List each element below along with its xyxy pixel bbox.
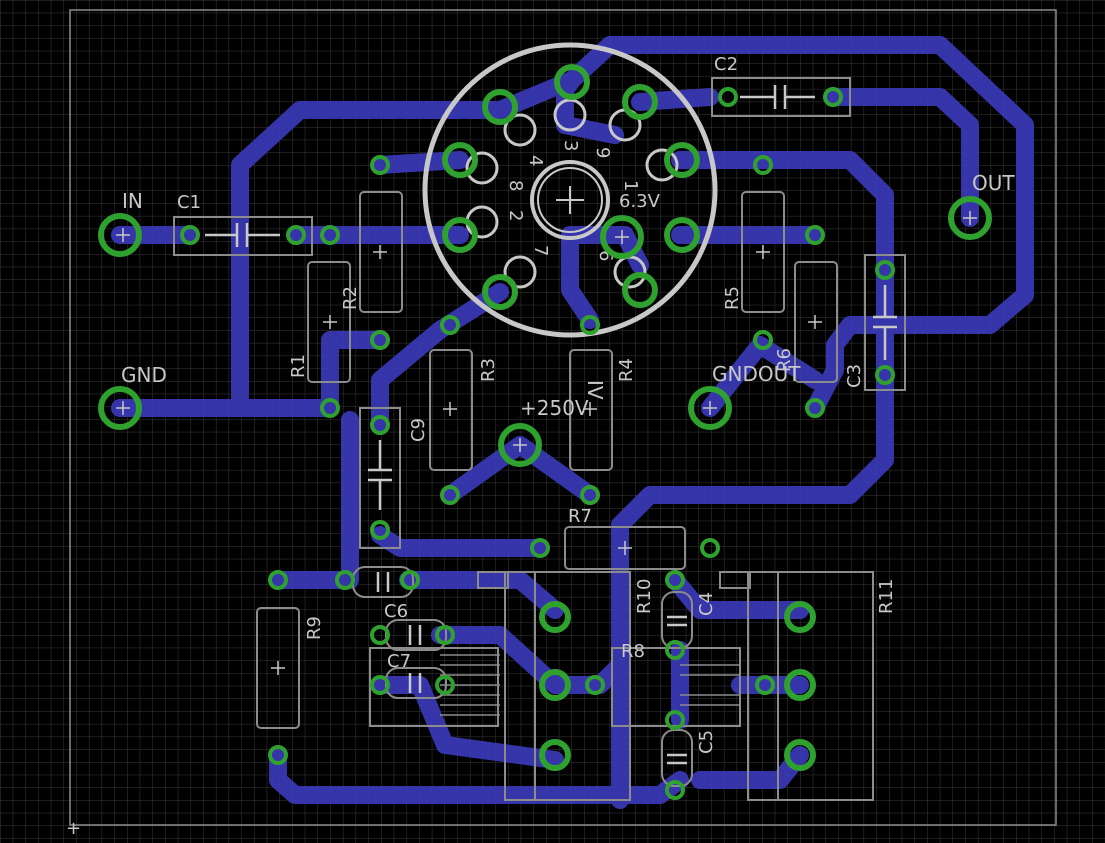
traces	[111, 36, 1034, 809]
r2-outline	[359, 191, 403, 313]
r6-outline	[794, 261, 838, 383]
trace-c7	[371, 676, 564, 769]
component-outlines	[173, 77, 906, 801]
label-r6: R6	[774, 348, 795, 372]
connector-label-250v: +250V	[520, 396, 589, 420]
connector-label-in: IN	[122, 189, 143, 213]
label-c2: C2	[714, 54, 738, 75]
trace-gndout	[701, 336, 824, 417]
label-r4: R4	[616, 358, 637, 382]
label-c3: C3	[844, 364, 865, 388]
r11-outline	[747, 571, 874, 801]
connector-label-gnd: GND	[121, 363, 167, 387]
trace-pin3	[556, 71, 624, 144]
origin-mark: +	[66, 818, 81, 839]
pad-in	[98, 213, 142, 257]
r9-outline	[256, 607, 300, 729]
label-r11: R11	[876, 579, 897, 614]
r5-outline	[741, 191, 785, 313]
r1-outline	[307, 261, 351, 383]
trace-c6-right	[399, 571, 564, 619]
c5-outline	[661, 729, 693, 787]
label-c7: C7	[387, 651, 411, 672]
label-r5: R5	[722, 286, 743, 310]
label-r1: R1	[288, 354, 309, 378]
pad-250v	[498, 423, 542, 467]
tube-pin-label: 4	[525, 155, 546, 166]
pad-gndout	[688, 386, 732, 430]
tube-pin-label: 3	[560, 140, 581, 151]
label-c5: C5	[696, 730, 717, 754]
trace-c6	[271, 411, 359, 589]
tube-mark: IV	[583, 380, 607, 400]
r7-outline	[564, 526, 686, 570]
c7-pot-outline	[369, 647, 499, 727]
tube-pin-label: 9	[592, 147, 613, 158]
tube-pin-label: 2	[505, 210, 526, 221]
hatching	[440, 654, 740, 716]
label-r3: R3	[478, 358, 499, 382]
r3-outline	[429, 349, 473, 471]
trace-c8	[431, 626, 629, 694]
tube-pin-label: 6	[595, 250, 616, 261]
label-r7: R7	[568, 506, 592, 527]
c1-outline	[173, 216, 313, 256]
connector-label-out: OUT	[972, 171, 1015, 195]
label-r2: R2	[340, 286, 361, 310]
pad-out	[948, 196, 992, 240]
trace-c3	[611, 151, 894, 809]
trace-pin7	[371, 283, 509, 434]
label-r9: R9	[304, 616, 325, 640]
trace-c2	[631, 88, 719, 111]
centre-marks	[116, 211, 977, 675]
label-c6: C6	[384, 601, 408, 622]
label-c9: C9	[408, 418, 429, 442]
r4-outline	[569, 349, 613, 471]
labels: IN GND OUT GNDOUT +250V 6.3V C1 C2 R7 R8…	[121, 54, 1015, 754]
connector-label-gndout: GNDOUT	[712, 362, 801, 386]
trace-heater	[561, 226, 649, 329]
pad-gnd	[98, 386, 142, 430]
label-r8: R8	[621, 641, 645, 662]
label-r10: R10	[634, 579, 655, 614]
r10-outline	[504, 571, 631, 801]
trace-r11-top	[666, 571, 809, 619]
trace-out	[824, 88, 979, 227]
tube-pin-label: 7	[530, 245, 551, 256]
c3-outline	[864, 254, 906, 391]
trace-r1	[321, 331, 389, 417]
label-c1: C1	[177, 192, 201, 213]
capacitor-symbols	[205, 85, 897, 765]
c9-outline	[359, 407, 401, 549]
label-c4: C4	[696, 592, 717, 616]
connector-label-heater: 6.3V	[619, 191, 661, 212]
c2-outline	[711, 77, 851, 117]
pads	[98, 64, 992, 800]
tube-pin-label: 1	[620, 180, 641, 191]
tube-pin-label: 8	[505, 180, 526, 191]
board-outline	[69, 9, 1057, 826]
